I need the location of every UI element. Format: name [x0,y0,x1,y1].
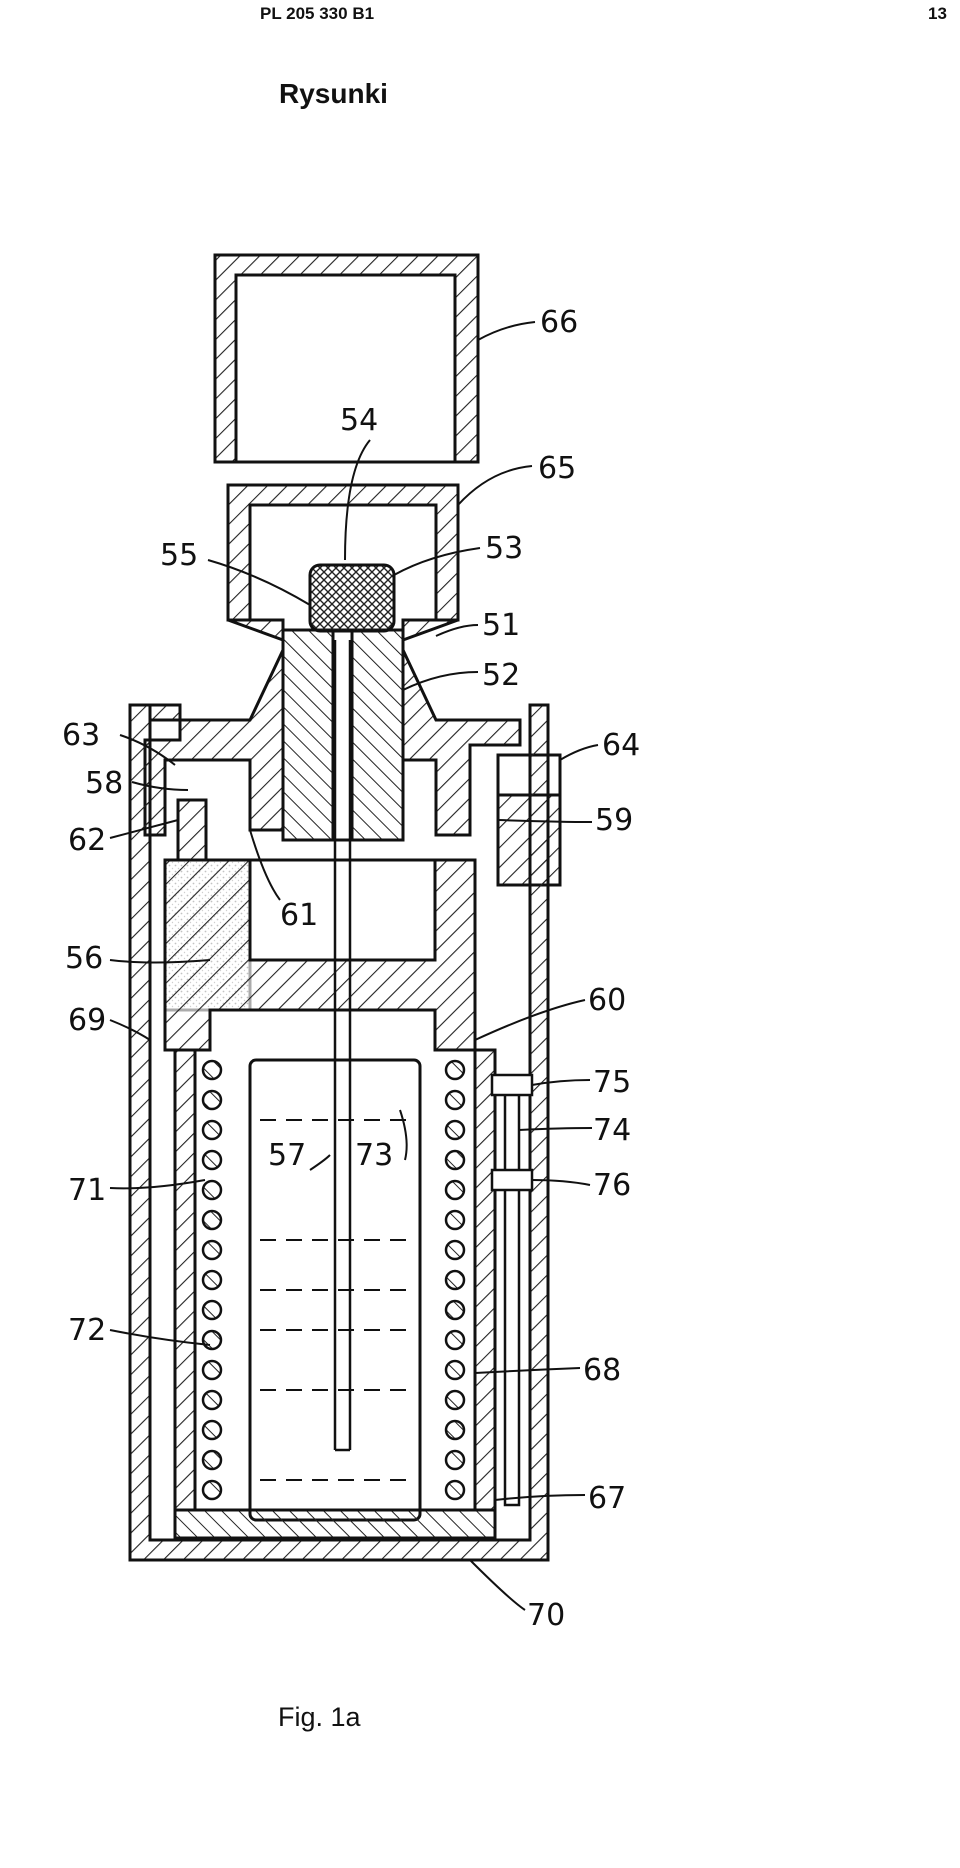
patent-number: PL 205 330 B1 [260,4,375,23]
rod-74 [490,1073,534,1507]
ref-label-53: 53 [485,531,523,566]
ref-label-63: 63 [62,718,100,753]
ref-label-55: 55 [160,538,198,573]
filter-53 [308,563,396,633]
figure-caption: Fig. 1a [278,1702,361,1732]
ref-label-66: 66 [540,305,578,340]
ref-label-61: 61 [280,898,318,933]
ref-label-64: 64 [602,728,640,763]
ref-label-65: 65 [538,451,576,486]
cap-66 [213,253,480,464]
outer-housing [128,703,550,1562]
ref-label-57: 57 [268,1138,306,1173]
ref-label-54: 54 [340,403,378,438]
ref-label-72: 72 [68,1313,106,1348]
ref-label-60: 60 [588,983,626,1018]
ref-label-59: 59 [595,803,633,838]
ref-label-62: 62 [68,823,106,858]
ref-label-73: 73 [355,1138,393,1173]
ref-label-52: 52 [482,658,520,693]
needle-57 [333,640,352,1452]
spring-left-71 [201,1059,223,1501]
ref-label-70: 70 [527,1598,565,1633]
ref-label-58: 58 [85,766,123,801]
spring-right-68 [444,1059,466,1501]
leader-lines [109,321,599,1611]
piston-56 [163,858,477,1052]
plunger-52 [281,628,405,842]
section-title: Rysunki [279,78,388,109]
inner-sleeve [173,1048,497,1540]
ref-label-69: 69 [68,1003,106,1038]
ref-label-74: 74 [593,1113,631,1148]
ref-label-68: 68 [583,1353,621,1388]
reference-labels: 66 54 65 55 53 51 52 63 64 58 62 59 61 56 60 69 75 74 57 73… [62,305,640,1633]
seal-58-62 [176,798,208,862]
ref-label-75: 75 [593,1065,631,1100]
ref-label-76: 76 [593,1168,631,1203]
ref-label-67: 67 [588,1481,626,1516]
page-number: 13 [928,4,947,23]
ref-label-56: 56 [65,941,103,976]
ref-label-71: 71 [68,1173,106,1208]
ref-label-51: 51 [482,608,520,643]
